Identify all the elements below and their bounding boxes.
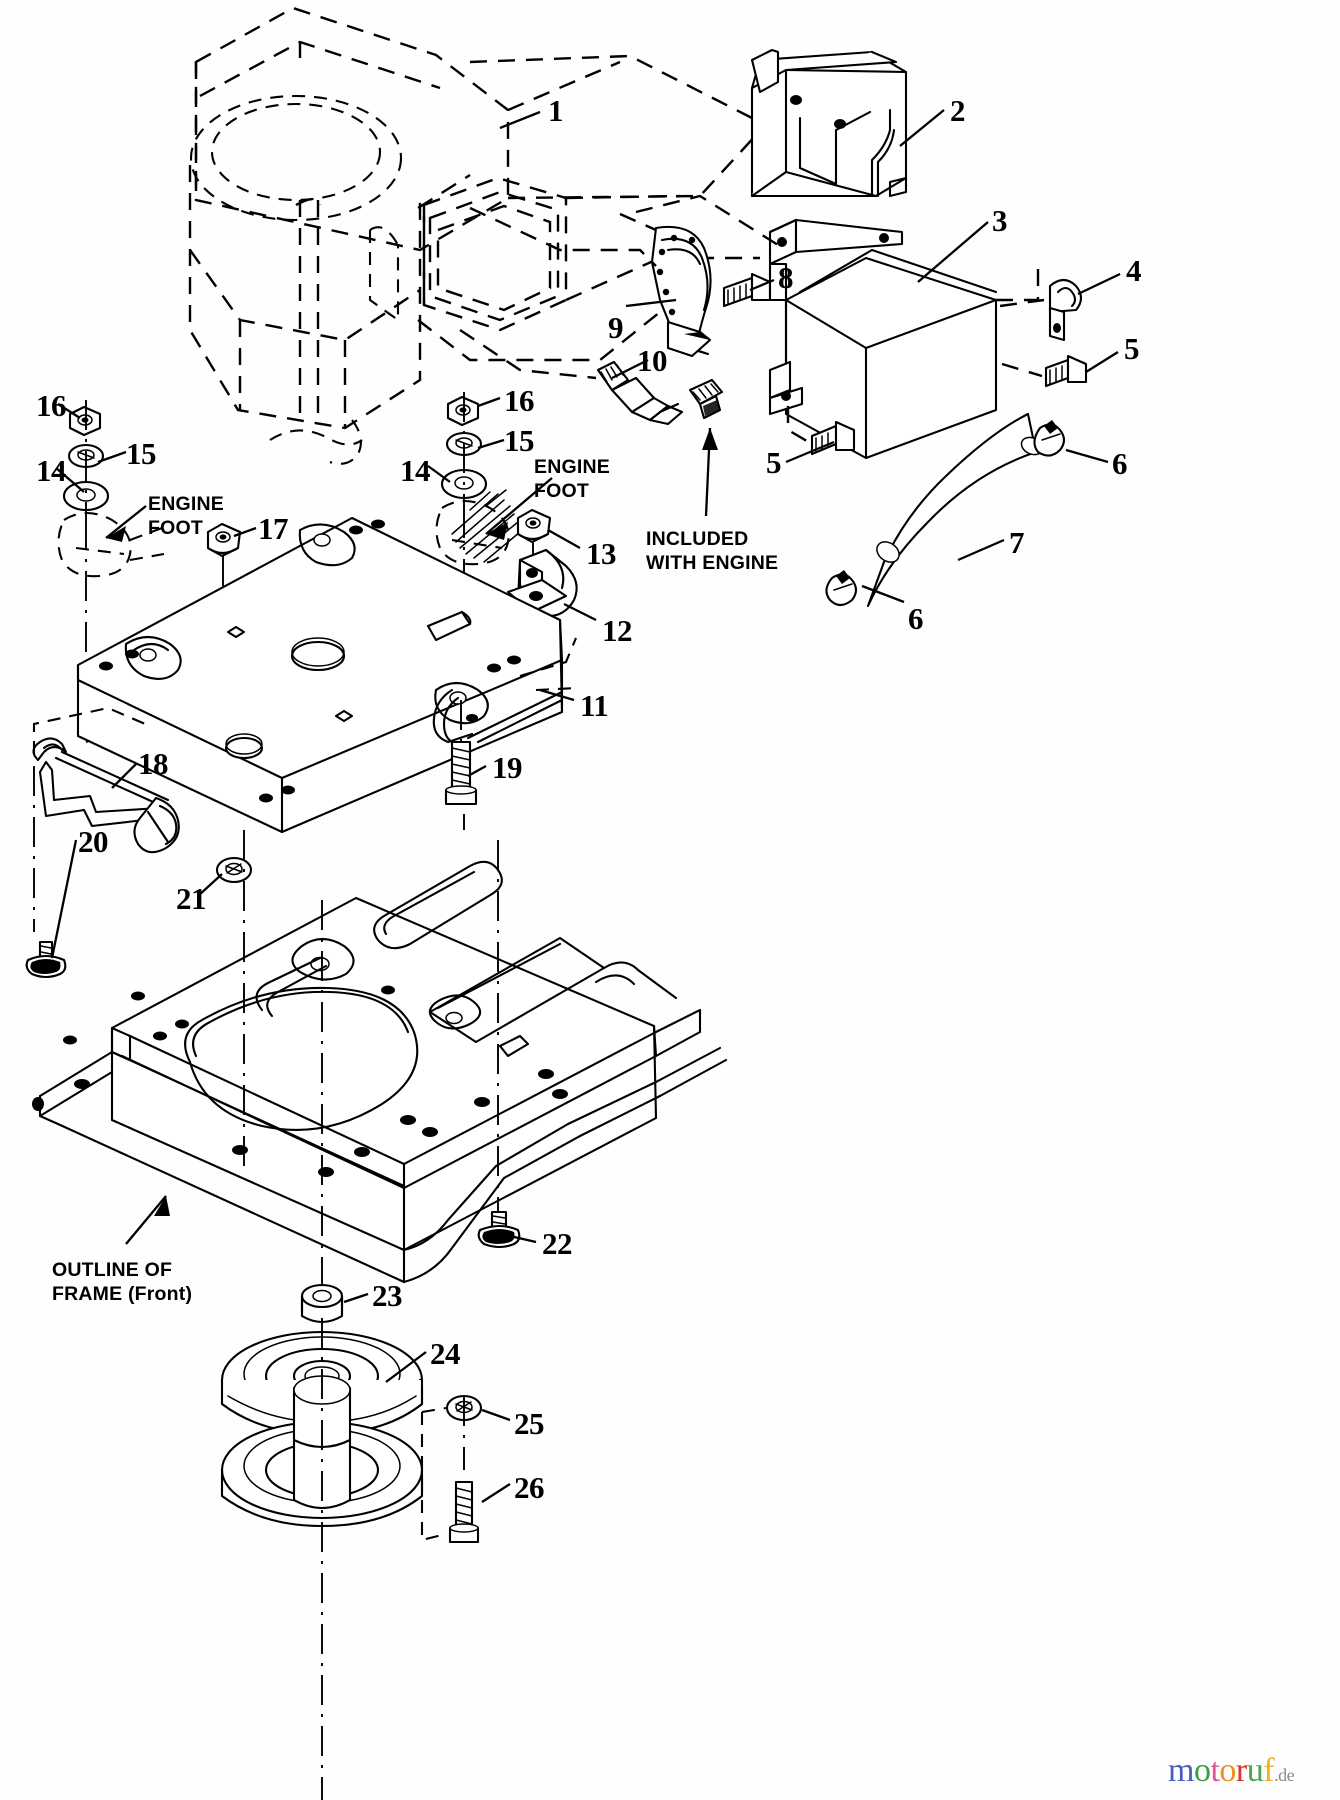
callout-18: 18 <box>138 746 169 781</box>
callout-12: 12 <box>602 613 633 648</box>
wm-letter-o2: o <box>1219 1752 1236 1789</box>
part-clamp-12 <box>506 548 578 618</box>
callout-15-left: 15 <box>126 436 157 471</box>
part-engine <box>188 6 771 465</box>
callout-2: 2 <box>950 93 966 128</box>
wm-letter-o1: o <box>1193 1752 1211 1789</box>
callout-16-left: 16 <box>36 388 67 423</box>
part-spacer-23 <box>300 1283 344 1324</box>
part-hex-bolt-19 <box>444 700 478 806</box>
callout-6-upper: 6 <box>1112 446 1128 481</box>
part-screw-20 <box>25 940 67 979</box>
part-hose-clamp-upper <box>1033 420 1066 457</box>
part-muffler-shield <box>469 48 908 198</box>
callout-4: 4 <box>1126 253 1142 288</box>
part-cable-clamp <box>999 278 1083 342</box>
callout-16-right: 16 <box>504 383 535 418</box>
callout-5-upper: 5 <box>1124 331 1140 366</box>
callout-13: 13 <box>586 536 617 571</box>
callout-24: 24 <box>430 1336 461 1371</box>
annotation-frame-outline: OUTLINE OF FRAME (Front) <box>52 1259 193 1306</box>
callout-8: 8 <box>778 260 794 295</box>
callout-10: 10 <box>637 343 668 378</box>
callout-14-right: 14 <box>400 453 431 488</box>
callout-26: 26 <box>514 1470 545 1505</box>
part-battery-box <box>635 194 1040 460</box>
callout-25: 25 <box>514 1406 545 1441</box>
part-hose-clamp-lower <box>825 570 858 607</box>
part-spark-plug <box>459 329 724 426</box>
callout-7: 7 <box>1009 525 1025 560</box>
callout-22: 22 <box>542 1226 573 1261</box>
part-fuel-hose <box>866 412 1044 608</box>
callout-15-right: 15 <box>504 423 535 458</box>
callout-11: 11 <box>580 688 609 723</box>
wm-suffix: .de <box>1274 1765 1295 1785</box>
part-engine-plate <box>76 516 579 834</box>
wm-letter-t: t <box>1210 1752 1220 1789</box>
callout-9: 9 <box>608 310 624 345</box>
part-lock-washer-25 <box>420 1390 483 1470</box>
callout-19: 19 <box>492 750 523 785</box>
annotation-included-with-engine: INCLUDED WITH ENGINE <box>646 528 779 575</box>
annotation-engine-foot-right: ENGINE FOOT <box>534 456 610 503</box>
annotation-engine-foot-left: ENGINE FOOT <box>148 493 224 540</box>
part-frame-front <box>32 830 728 1290</box>
part-hex-bolt-26 <box>420 1412 480 1544</box>
wm-letter-m: m <box>1168 1752 1194 1789</box>
callout-23: 23 <box>372 1278 403 1313</box>
wm-letter-r: r <box>1235 1752 1247 1789</box>
wm-letter-u: u <box>1246 1752 1264 1789</box>
callout-21: 21 <box>176 881 207 916</box>
callout-14-left: 14 <box>36 453 67 488</box>
annotation-arrows <box>105 427 718 1245</box>
part-muffler-bracket <box>469 206 712 358</box>
part-screw-5-lower <box>786 406 856 456</box>
part-screw-22 <box>477 1210 521 1249</box>
callout-20: 20 <box>78 824 109 859</box>
callout-3: 3 <box>992 203 1008 238</box>
part-lock-washer-21 <box>215 856 253 884</box>
part-screw-5-upper <box>1001 354 1088 388</box>
part-wire-rod-18 <box>32 706 180 932</box>
part-screw-8 <box>722 272 772 308</box>
callout-6-lower: 6 <box>908 601 924 636</box>
motoruf-watermark: motoruf.de <box>1168 1752 1295 1790</box>
callout-5-lower: 5 <box>766 445 782 480</box>
part-double-pulley <box>220 1318 424 1800</box>
callout-1: 1 <box>548 93 564 128</box>
wm-letter-f: f <box>1263 1752 1275 1789</box>
callout-leaders <box>50 109 1121 1503</box>
callout-17: 17 <box>258 511 289 546</box>
